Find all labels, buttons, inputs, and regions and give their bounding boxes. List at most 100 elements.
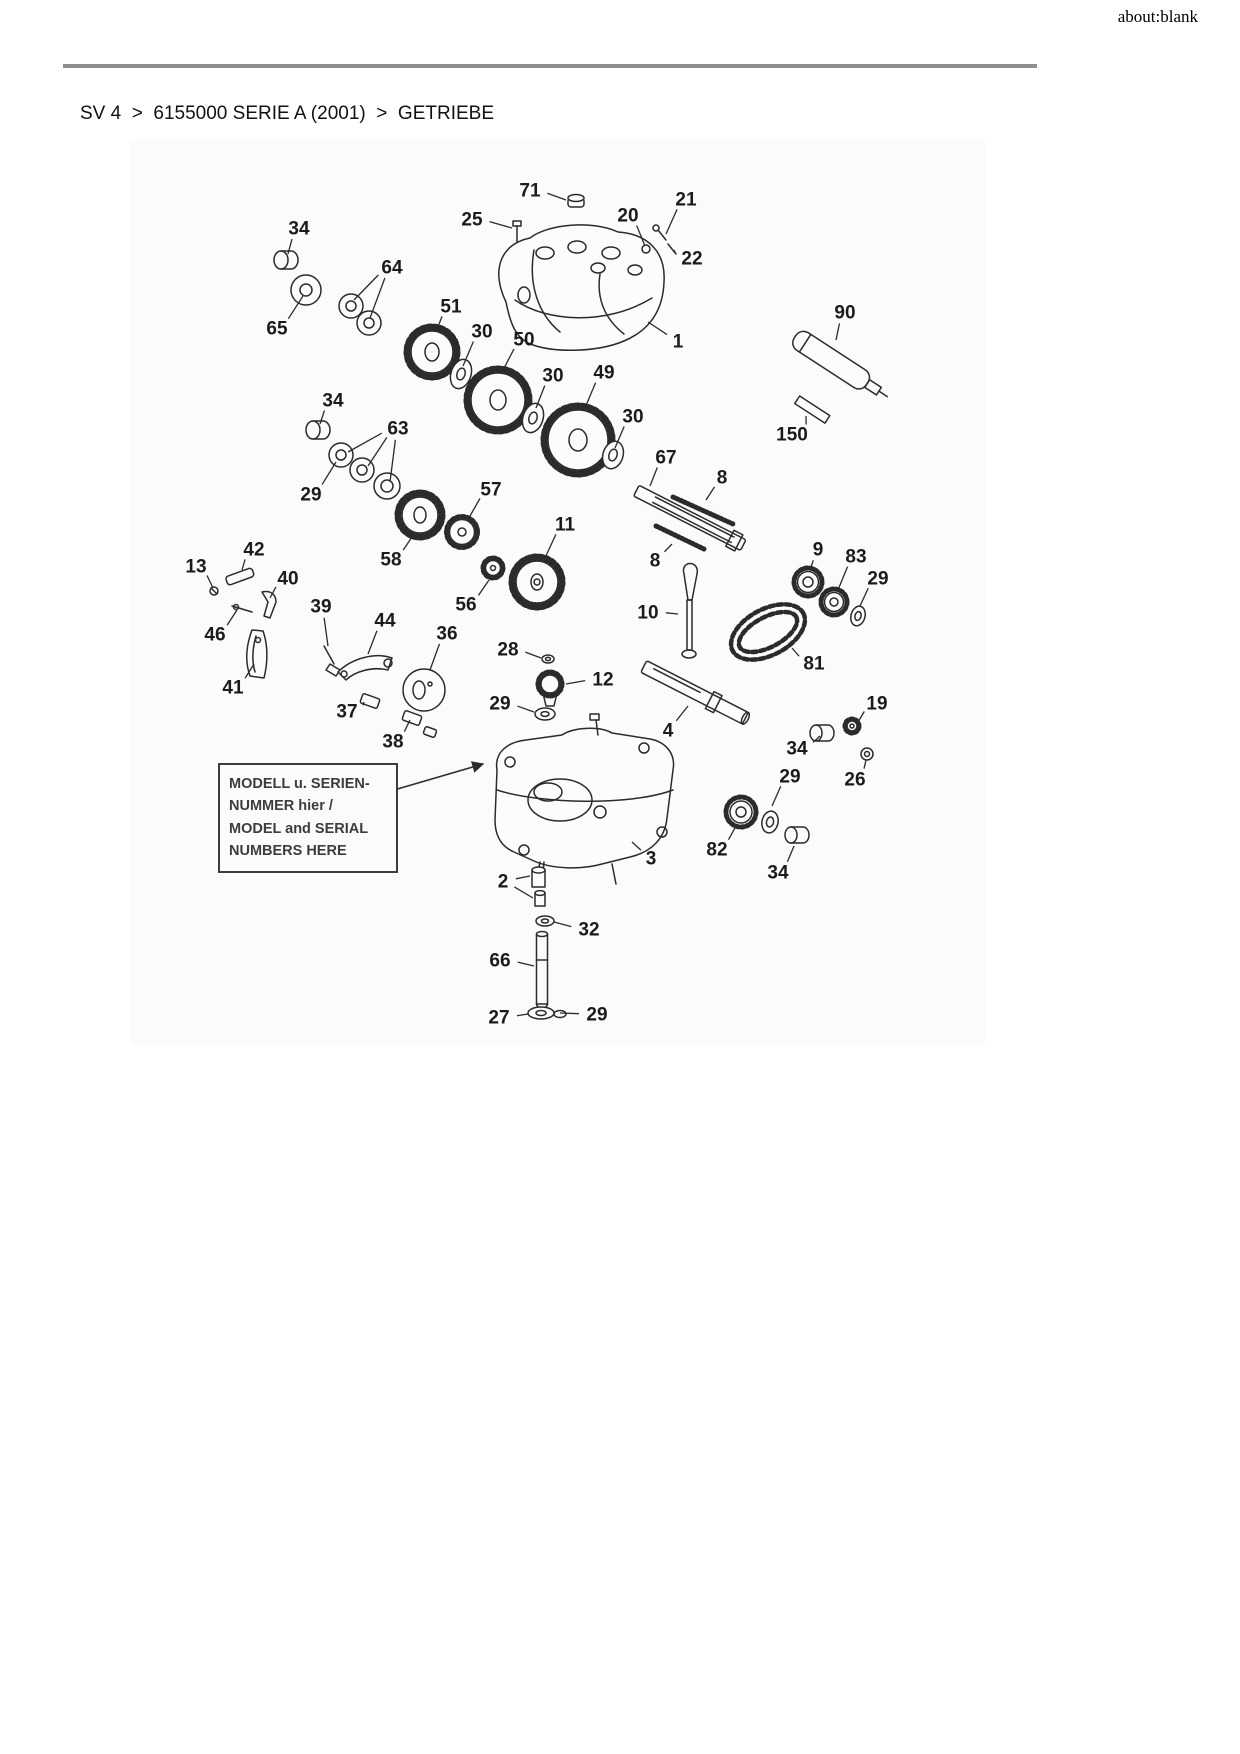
part-label-37: 37 <box>336 702 357 723</box>
part-sprocket-82 <box>723 794 759 830</box>
part-shift-fork-10 <box>681 562 698 659</box>
part-label-26: 26 <box>844 770 865 791</box>
leader-line-46 <box>226 609 238 626</box>
leader-line-36 <box>429 643 441 671</box>
part-label-29: 29 <box>779 767 800 788</box>
part-label-3: 3 <box>646 849 657 870</box>
part-label-90: 90 <box>834 303 855 324</box>
part-nut-19 <box>842 716 862 736</box>
part-label-82: 82 <box>706 840 727 861</box>
part-disc-36 <box>402 668 446 712</box>
part-washer-32 <box>535 915 555 927</box>
leader-line-13 <box>206 575 214 589</box>
note-line-1: MODELL u. SERIEN- <box>229 776 370 792</box>
part-washer-29-bottom <box>553 1009 567 1019</box>
part-washer-29-mid <box>534 707 556 721</box>
leader-line-64 <box>353 274 379 301</box>
part-label-34: 34 <box>322 391 344 412</box>
part-label-4: 4 <box>663 721 674 742</box>
part-label-65: 65 <box>266 319 288 340</box>
part-label-13: 13 <box>185 557 206 578</box>
leader-line-42 <box>241 559 246 571</box>
leader-line-65 <box>287 295 304 320</box>
leader-line-19 <box>857 711 865 723</box>
leader-line-44 <box>367 630 378 655</box>
part-label-1: 1 <box>673 332 684 353</box>
part-washer-65 <box>290 274 322 306</box>
leader-line-29 <box>859 587 869 607</box>
part-shaft-66 <box>535 930 549 1009</box>
part-gear-49 <box>540 402 616 478</box>
part-label-51: 51 <box>440 297 462 318</box>
leader-line-10 <box>665 612 679 615</box>
leader-line-50 <box>501 348 515 373</box>
note-line-4: NUMBERS HERE <box>229 843 347 860</box>
part-bushing-34-bottomright <box>784 826 810 844</box>
part-label-34: 34 <box>786 739 808 760</box>
leader-line-51 <box>435 316 443 333</box>
part-label-9: 9 <box>813 540 824 561</box>
part-label-8: 8 <box>650 551 661 572</box>
part-label-32: 32 <box>578 920 599 941</box>
part-label-40: 40 <box>277 569 298 590</box>
leader-line-64 <box>369 277 386 319</box>
part-sprocket-9 <box>791 565 825 599</box>
leader-line-82 <box>727 825 737 841</box>
part-washers-64 <box>338 293 382 336</box>
part-label-38: 38 <box>382 732 403 753</box>
part-chain-81 <box>728 602 808 662</box>
part-screw-13 <box>209 586 219 596</box>
part-washers-63 <box>328 442 401 500</box>
part-lever-44 <box>337 654 393 681</box>
leader-line-56 <box>477 579 490 596</box>
part-label-64: 64 <box>381 258 403 279</box>
part-label-25: 25 <box>461 210 483 231</box>
part-label-46: 46 <box>204 625 225 646</box>
leader-line-30 <box>462 341 475 367</box>
part-screw-25 <box>512 220 522 243</box>
note-arrow <box>393 761 485 791</box>
leader-line-39 <box>323 617 329 647</box>
leader-line-21 <box>665 209 678 235</box>
leader-line-57 <box>469 498 481 517</box>
leader-line-40 <box>269 586 277 599</box>
part-label-150: 150 <box>776 425 808 446</box>
leader-line-90 <box>835 323 841 341</box>
part-label-8: 8 <box>717 468 728 489</box>
part-label-81: 81 <box>803 654 825 675</box>
part-plug-71 <box>567 193 585 208</box>
leader-line-28 <box>525 651 542 659</box>
part-label-29: 29 <box>867 569 888 590</box>
leader-line-49 <box>584 382 597 409</box>
part-label-71: 71 <box>519 181 541 202</box>
part-label-30: 30 <box>471 322 492 343</box>
leader-line-34 <box>287 238 293 255</box>
leader-line-83 <box>837 566 849 591</box>
leader-line-20 <box>636 225 646 247</box>
leader-line-8 <box>705 486 716 501</box>
leader-line-29 <box>559 1012 580 1015</box>
part-label-41: 41 <box>222 678 244 699</box>
part-label-58: 58 <box>380 550 401 571</box>
leader-line-30 <box>535 385 546 409</box>
print-header-url: about:blank <box>1117 7 1198 26</box>
part-shaft-4 <box>640 660 751 725</box>
part-label-10: 10 <box>637 603 658 624</box>
leader-line-11 <box>544 534 557 559</box>
serial-number-note: MODELL u. SERIEN- NUMMER hier / MODEL an… <box>218 763 398 873</box>
part-label-29: 29 <box>300 485 321 506</box>
leader-line-41 <box>244 663 255 679</box>
leader-line-34 <box>319 410 326 425</box>
leader-line-71 <box>547 192 567 201</box>
part-label-83: 83 <box>845 547 866 568</box>
leader-line-4 <box>675 705 689 722</box>
leader-line-27 <box>516 1013 529 1017</box>
leader-line-3 <box>631 841 642 851</box>
part-nozzle-150 <box>793 395 831 424</box>
part-clip-37 <box>359 693 381 709</box>
part-label-34: 34 <box>767 863 789 884</box>
part-label-2: 2 <box>498 872 509 893</box>
part-gear-11 <box>508 553 566 611</box>
